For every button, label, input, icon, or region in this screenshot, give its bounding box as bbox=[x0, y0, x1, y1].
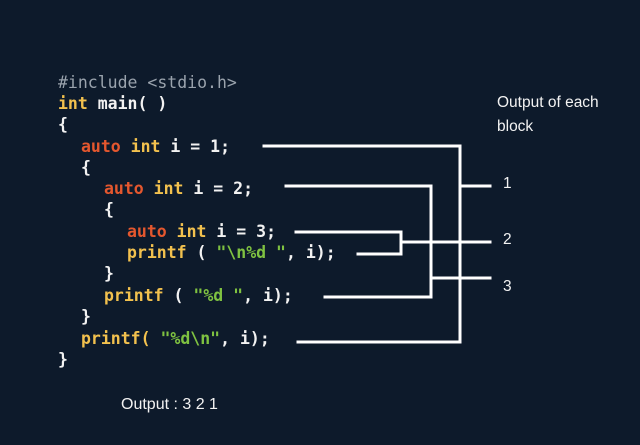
main-signature: main( ) bbox=[87, 94, 168, 113]
paren-open: ( bbox=[163, 286, 194, 305]
keyword-int: int bbox=[58, 94, 88, 113]
code-line-auto-i1: auto int i = 1; bbox=[81, 136, 230, 157]
code-line-auto-i2: auto int i = 2; bbox=[104, 178, 253, 199]
block-label-2: 2 bbox=[503, 231, 512, 248]
output-heading-line2: block bbox=[497, 118, 534, 135]
output-heading-line1: Output of each bbox=[497, 94, 599, 111]
connector-block3 bbox=[294, 230, 403, 256]
code-brace-open-main: { bbox=[58, 115, 68, 134]
declaration-i3: i = 3; bbox=[206, 222, 277, 241]
declaration-i1: i = 1; bbox=[160, 137, 231, 156]
printf-call: printf bbox=[127, 243, 187, 262]
keyword-auto: auto bbox=[127, 222, 167, 241]
code-brace-close-block2: } bbox=[81, 307, 91, 326]
keyword-int: int bbox=[120, 137, 161, 156]
printf-call: printf( bbox=[81, 329, 151, 348]
format-string: "%d " bbox=[193, 286, 244, 305]
block-label-1: 1 bbox=[503, 175, 512, 192]
format-string: "\n%d " bbox=[216, 243, 286, 262]
code-line-include: #include <stdio.h> bbox=[58, 73, 237, 92]
program-output: Output : 3 2 1 bbox=[121, 396, 218, 413]
block-label-3: 3 bbox=[503, 278, 512, 295]
connector-block1 bbox=[262, 144, 462, 344]
printf-call: printf bbox=[104, 286, 164, 305]
code-line-printf-block3: printf ( "\n%d ", i); bbox=[127, 242, 336, 263]
code-line-printf-block1: printf( "%d\n", i); bbox=[81, 328, 270, 349]
code-line-printf-block2: printf ( "%d ", i); bbox=[104, 285, 293, 306]
code-brace-close-block3: } bbox=[104, 264, 114, 283]
keyword-auto: auto bbox=[81, 137, 121, 156]
printf-args: , i); bbox=[243, 286, 293, 305]
keyword-int: int bbox=[143, 179, 184, 198]
declaration-i2: i = 2; bbox=[183, 179, 254, 198]
printf-args: , i); bbox=[285, 243, 336, 262]
keyword-auto: auto bbox=[104, 179, 144, 198]
code-brace-open-block3: { bbox=[104, 200, 114, 219]
paren-open: ( bbox=[186, 243, 217, 262]
printf-args: , i); bbox=[220, 329, 270, 348]
code-line-auto-i3: auto int i = 3; bbox=[127, 221, 276, 242]
code-brace-close-main: } bbox=[58, 350, 68, 369]
code-line-main: int main( ) bbox=[58, 93, 167, 114]
code-brace-open-block2: { bbox=[81, 158, 91, 177]
keyword-int: int bbox=[166, 222, 207, 241]
format-string: "%d\n" bbox=[160, 329, 221, 348]
